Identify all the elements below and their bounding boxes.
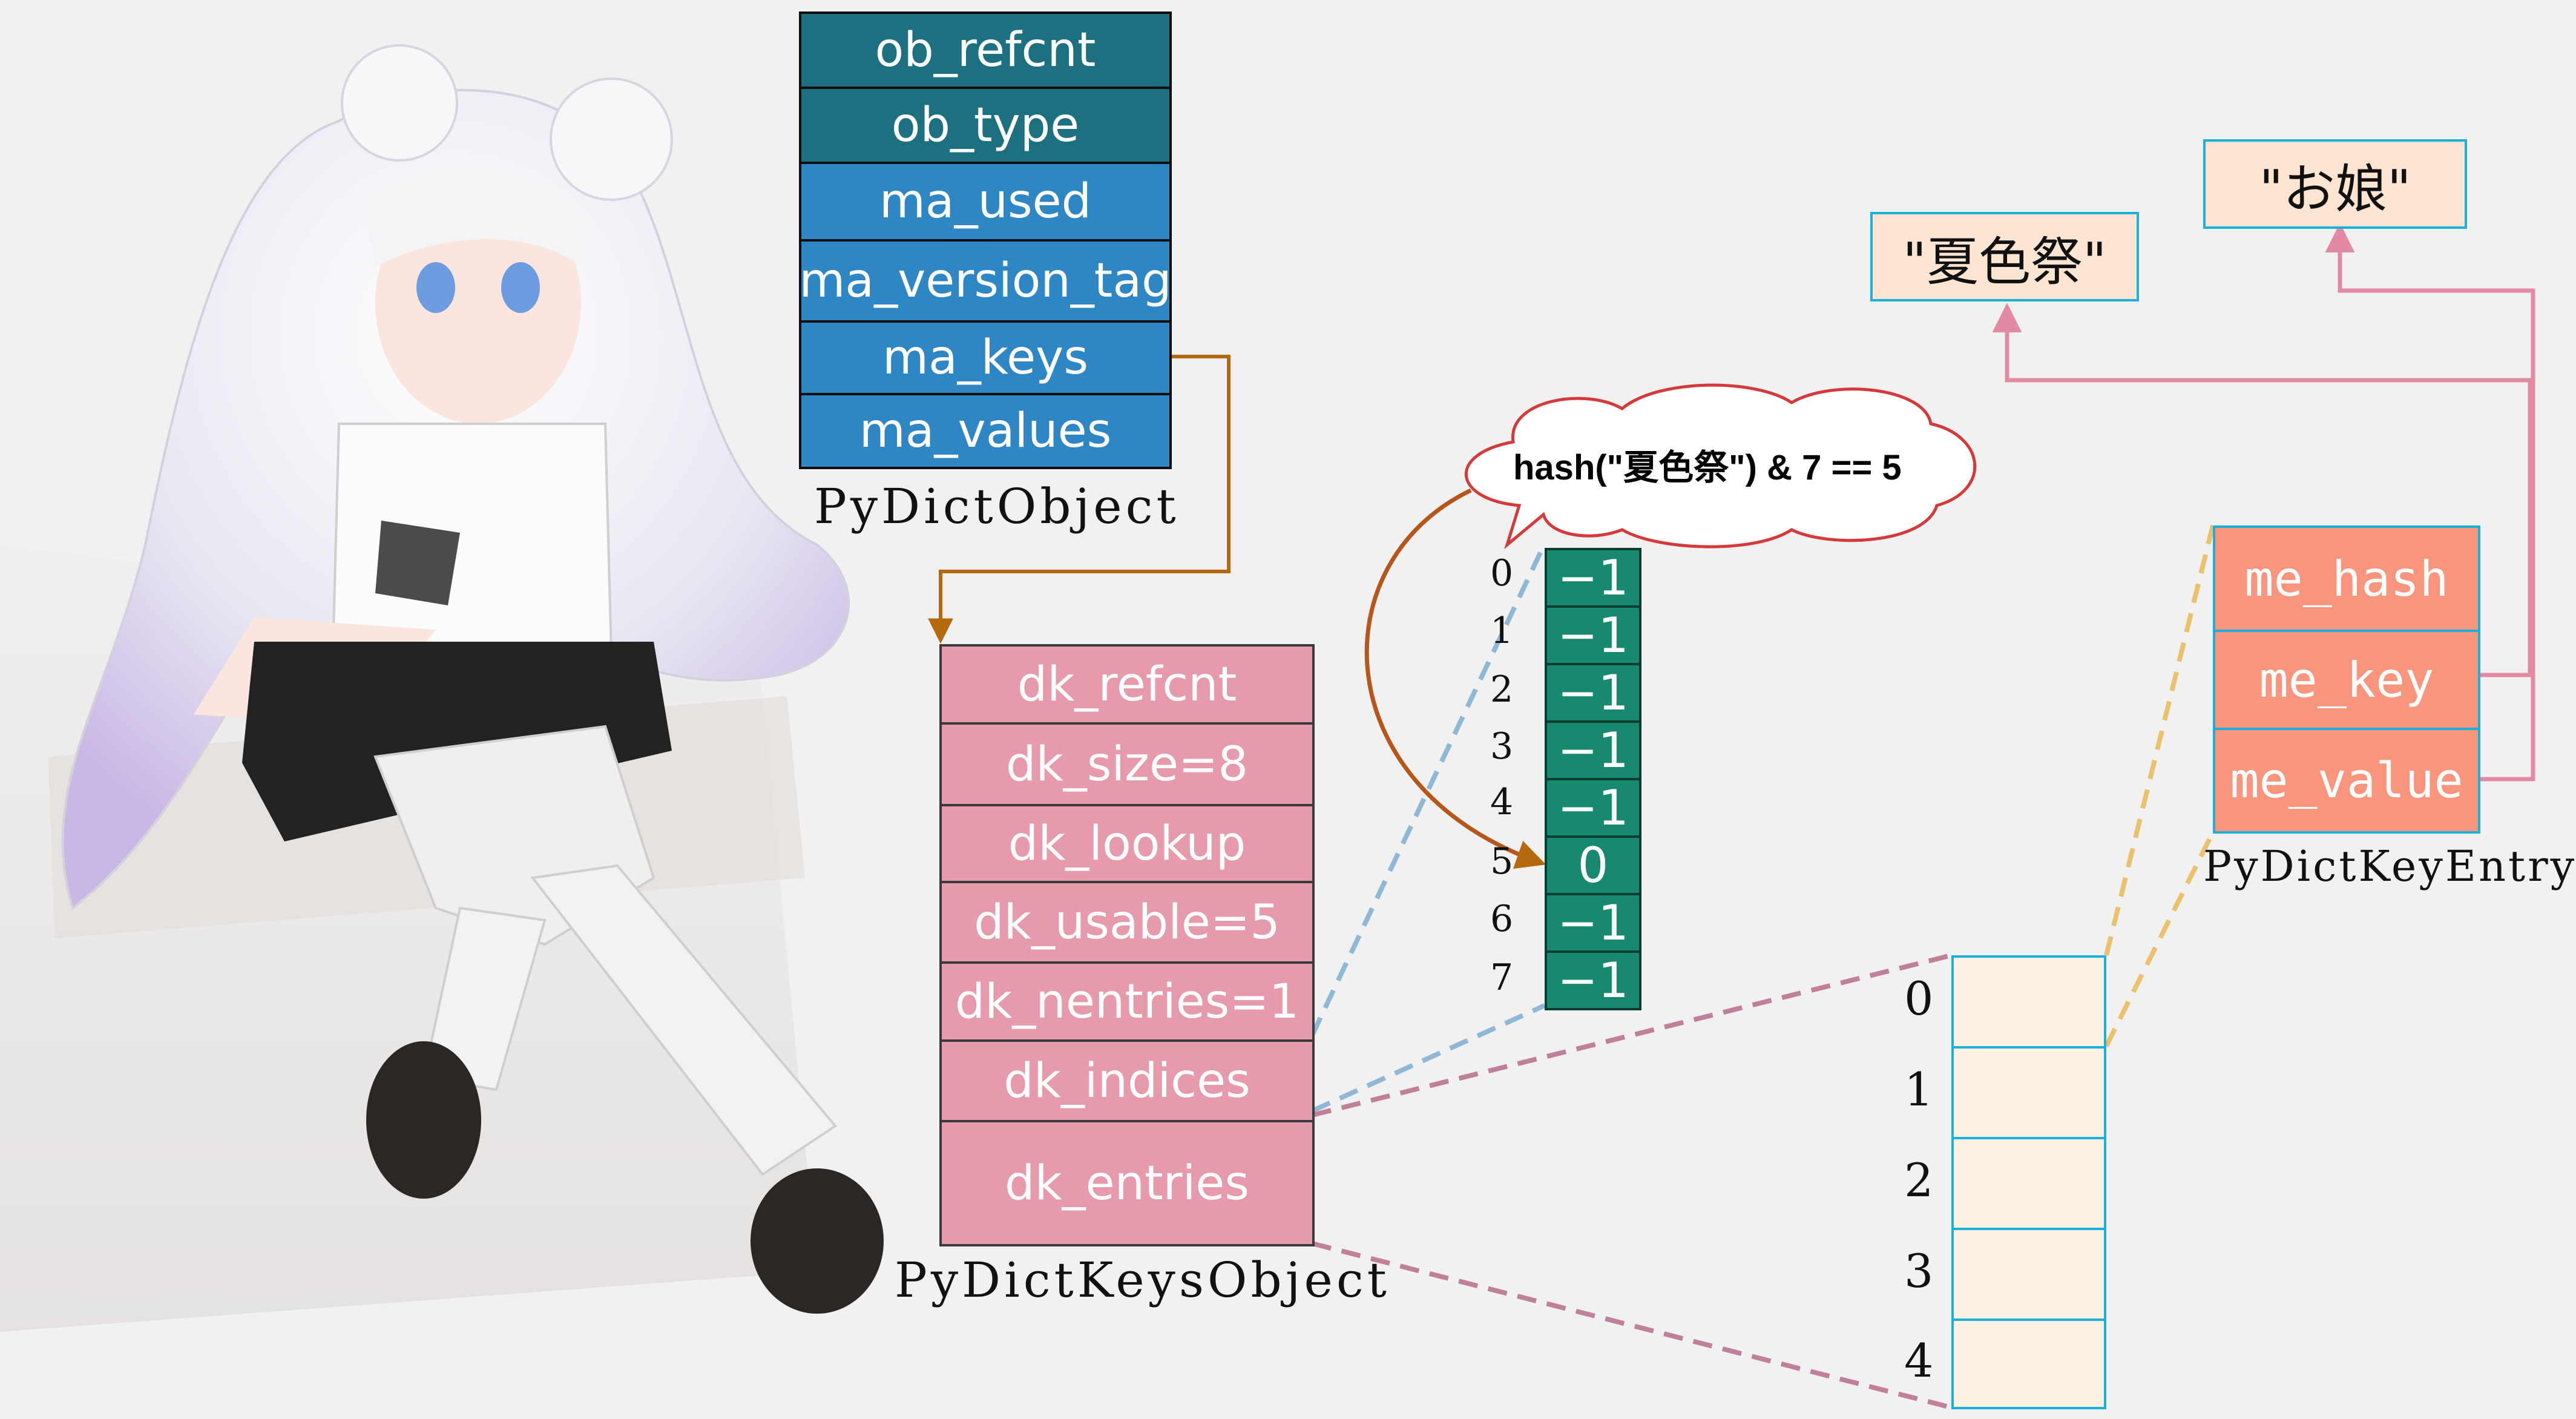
index-position: 6: [1490, 898, 1514, 940]
py-dict-object-label: PyDictObject: [814, 478, 1180, 535]
entry-link-bottom: [2104, 831, 2215, 1047]
entry-position: 1: [1904, 1062, 1934, 1116]
field-ma-keys: ma_keys: [799, 320, 1172, 395]
me-key-arrow: [1992, 303, 2532, 677]
entry-slot: [1951, 1137, 2106, 1230]
index-slot: −1: [1545, 893, 1641, 953]
key-string-box: "夏色祭": [1870, 212, 2139, 301]
field-dk-lookup: dk_lookup: [939, 804, 1315, 883]
index-slot: 0: [1545, 835, 1641, 895]
index-position: 5: [1490, 840, 1514, 883]
index-position: 0: [1490, 552, 1514, 594]
hash-bubble: [1465, 383, 1977, 550]
indices-link-bottom: [1311, 1003, 1546, 1113]
field-dk-refcnt: dk_refcnt: [939, 644, 1315, 725]
field-me-key: me_key: [2213, 630, 2480, 730]
index-slot: −1: [1545, 663, 1641, 723]
field-ma-used: ma_used: [799, 162, 1172, 242]
me-value-arrow: [2325, 223, 2535, 782]
entry-position: 3: [1904, 1244, 1934, 1298]
field-ob-type: ob_type: [799, 87, 1172, 164]
value-string-box: "お娘": [2203, 139, 2467, 229]
field-dk-nentries: dk_nentries=1: [939, 961, 1315, 1042]
entries-link-bottom: [1312, 1241, 1952, 1410]
anime-girl-illustration: [0, 44, 884, 1332]
field-me-value: me_value: [2213, 728, 2480, 834]
hash-arrow: [1364, 488, 1546, 869]
entry-position: 4: [1904, 1334, 1934, 1388]
field-dk-entries: dk_entries: [939, 1120, 1315, 1246]
entries-link-top: [1312, 953, 1952, 1118]
py-dict-key-entry-label: PyDictKeyEntry: [2203, 841, 2576, 891]
index-slot: −1: [1545, 548, 1641, 608]
field-ob-refcnt: ob_refcnt: [799, 12, 1172, 89]
field-ma-values: ma_values: [799, 393, 1172, 469]
entry-position: 2: [1904, 1153, 1934, 1207]
index-position: 7: [1490, 956, 1514, 999]
index-slot: −1: [1545, 950, 1641, 1010]
entry-slot: [1951, 955, 2106, 1049]
index-position: 3: [1490, 725, 1514, 768]
field-dk-indices: dk_indices: [939, 1039, 1315, 1122]
index-slot: −1: [1545, 778, 1641, 838]
index-position: 4: [1490, 781, 1514, 823]
py-dict-keys-object-label: PyDictKeysObject: [895, 1252, 1390, 1308]
entry-slot: [1951, 1046, 2106, 1139]
field-me-hash: me_hash: [2213, 525, 2480, 632]
hash-bubble-text: hash("夏色祭") & 7 == 5: [1513, 448, 1902, 487]
entry-slot: [1951, 1319, 2106, 1409]
ma-keys-arrow: [928, 355, 1230, 644]
field-dk-size: dk_size=8: [939, 722, 1315, 806]
index-slot: −1: [1545, 720, 1641, 780]
index-slot: −1: [1545, 605, 1641, 665]
entry-link-top: [2104, 525, 2215, 956]
entry-position: 0: [1904, 972, 1934, 1026]
entry-slot: [1951, 1228, 2106, 1321]
index-position: 2: [1490, 668, 1514, 711]
field-dk-usable: dk_usable=5: [939, 881, 1315, 964]
field-ma-version-tag: ma_version_tag: [799, 239, 1172, 323]
index-position: 1: [1490, 610, 1514, 652]
